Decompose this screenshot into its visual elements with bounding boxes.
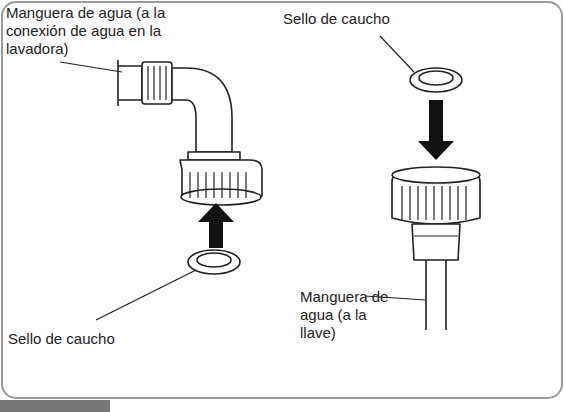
- elbow-nut: [142, 62, 172, 104]
- arrows: [198, 100, 454, 248]
- part-label: Sello de caucho: [283, 10, 443, 28]
- hose-stub: [118, 66, 142, 100]
- rubber-seal: [410, 68, 462, 92]
- part-label: Sello de caucho: [8, 330, 168, 348]
- elbow-collar: [188, 152, 240, 160]
- hose-stub-end: [117, 60, 119, 106]
- frame: [2, 2, 562, 398]
- fitting-neck: [412, 224, 460, 260]
- nut-opening: [181, 189, 261, 205]
- faucet-hose: [426, 260, 446, 330]
- part-label: Manguera de agua (a la llave): [300, 288, 400, 342]
- part-label: Manguera de agua (a la conexión de agua …: [6, 4, 166, 58]
- elbow-body: [172, 68, 232, 152]
- leader-lines: [60, 36, 426, 320]
